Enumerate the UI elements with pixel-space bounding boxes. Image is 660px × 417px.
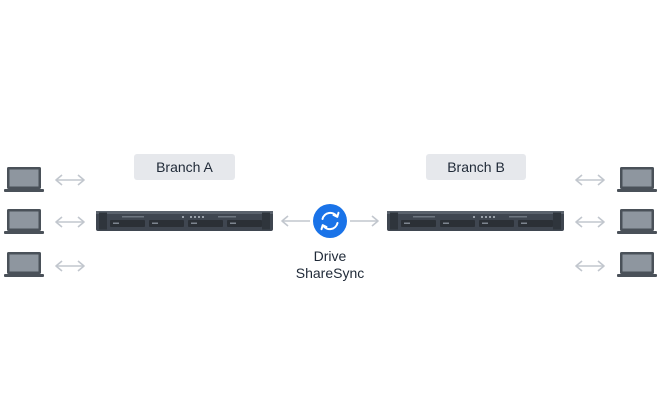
bidirectional-arrow-icon: [575, 260, 605, 272]
sync-arrow-left: [281, 215, 310, 227]
bidirectional-arrow-icon: [575, 216, 605, 228]
bidirectional-arrow-icon: [55, 260, 85, 272]
bidirectional-arrow-icon: [575, 174, 605, 186]
sync-icon: [313, 204, 347, 238]
branch-b-label: Branch B: [426, 154, 526, 180]
laptop-icon: [4, 167, 44, 192]
nas-device-branch-a: [96, 211, 273, 231]
bidirectional-arrow-icon: [55, 216, 85, 228]
laptop-icon: [617, 252, 657, 277]
nas-device-branch-b: [387, 211, 564, 231]
branch-a-label: Branch A: [134, 154, 235, 180]
laptop-icon: [617, 167, 657, 192]
sync-caption-line2: ShareSync: [295, 265, 365, 281]
sync-caption-line1: Drive: [313, 248, 347, 264]
laptop-icon: [4, 209, 44, 234]
laptop-icon: [617, 209, 657, 234]
laptop-icon: [4, 252, 44, 277]
sync-arrow-right: [350, 215, 379, 227]
bidirectional-arrow-icon: [55, 174, 85, 186]
